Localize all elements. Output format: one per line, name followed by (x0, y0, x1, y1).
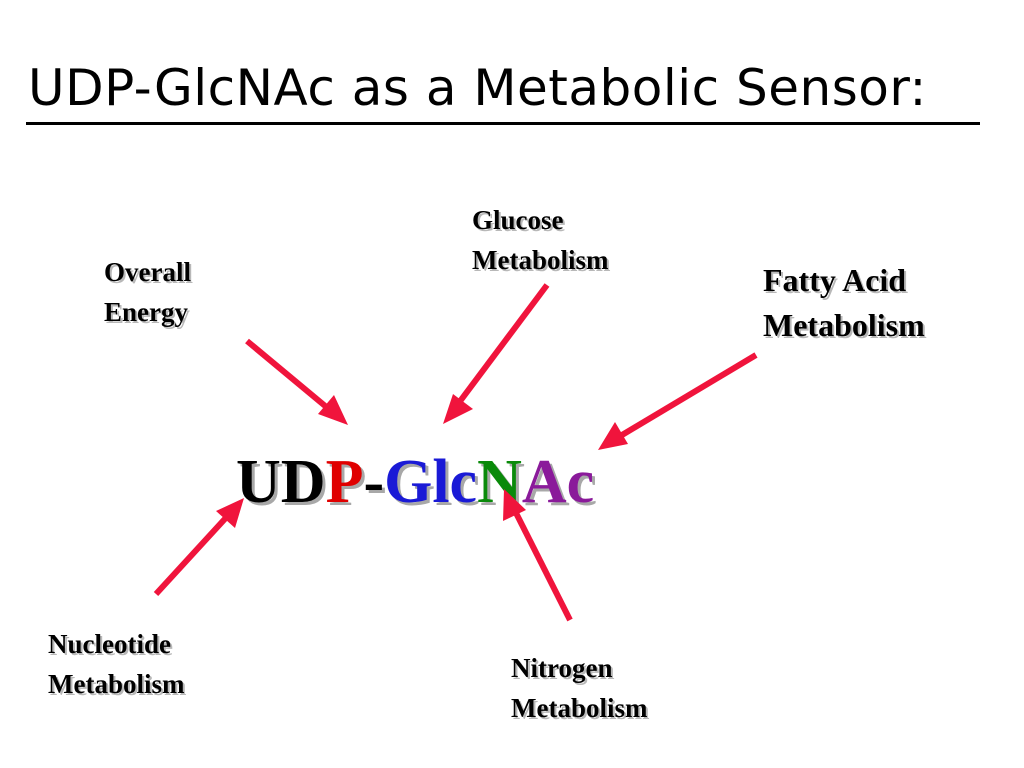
arrow-nitrogen-head (503, 489, 526, 521)
center-part-ud: UD (236, 448, 326, 516)
label-fatty-acid-line1: Fatty Acid (763, 262, 907, 298)
arrow-nitrogen-shaft (508, 501, 573, 622)
label-glucose-line2: Metabolism (472, 245, 609, 275)
arrow-glucose (443, 283, 550, 424)
arrow-overall-energy-head (318, 395, 348, 425)
slide-title: UDP-GlcNAc as a Metabolic Sensor: (28, 59, 927, 117)
label-glucose-line1: Glucose (472, 205, 564, 235)
label-nucleotide-metabolism: Nucleotide Metabolism (48, 624, 184, 704)
label-overall-energy-line1: Overall (104, 257, 191, 287)
arrow-fatty-acid-head (598, 422, 628, 450)
label-nitrogen-line2: Metabolism (511, 693, 648, 723)
label-glucose-metabolism: Glucose Metabolism (472, 200, 608, 280)
arrow-fatty-acid-shaft (610, 352, 758, 444)
title-underline (26, 122, 980, 125)
label-nitrogen-metabolism: Nitrogen Metabolism (511, 648, 647, 728)
arrow-glucose-head (443, 394, 473, 424)
center-part-dash: - (363, 448, 385, 516)
arrow-nucleotide-head (216, 498, 244, 528)
arrow-glucose-shaft (449, 283, 550, 414)
label-nucleotide-line1: Nucleotide (48, 629, 171, 659)
arrow-nucleotide-shaft (153, 506, 237, 597)
center-part-ac: Ac (521, 448, 595, 516)
arrow-nucleotide (153, 498, 244, 597)
label-nucleotide-line2: Metabolism (48, 669, 185, 699)
label-fatty-acid-line2: Metabolism (763, 307, 925, 343)
arrow-group (153, 283, 758, 622)
arrow-nitrogen (503, 489, 573, 622)
arrow-overall-energy-shaft (245, 338, 338, 418)
arrow-overall-energy (245, 338, 348, 425)
label-nitrogen-line1: Nitrogen (511, 653, 613, 683)
label-overall-energy: Overall Energy (104, 252, 191, 332)
label-fatty-acid-metabolism: Fatty Acid Metabolism (763, 258, 925, 348)
arrow-fatty-acid (598, 352, 758, 450)
label-overall-energy-line2: Energy (104, 297, 188, 327)
center-part-glc: Glc (384, 448, 478, 516)
center-part-p: P (325, 448, 364, 516)
